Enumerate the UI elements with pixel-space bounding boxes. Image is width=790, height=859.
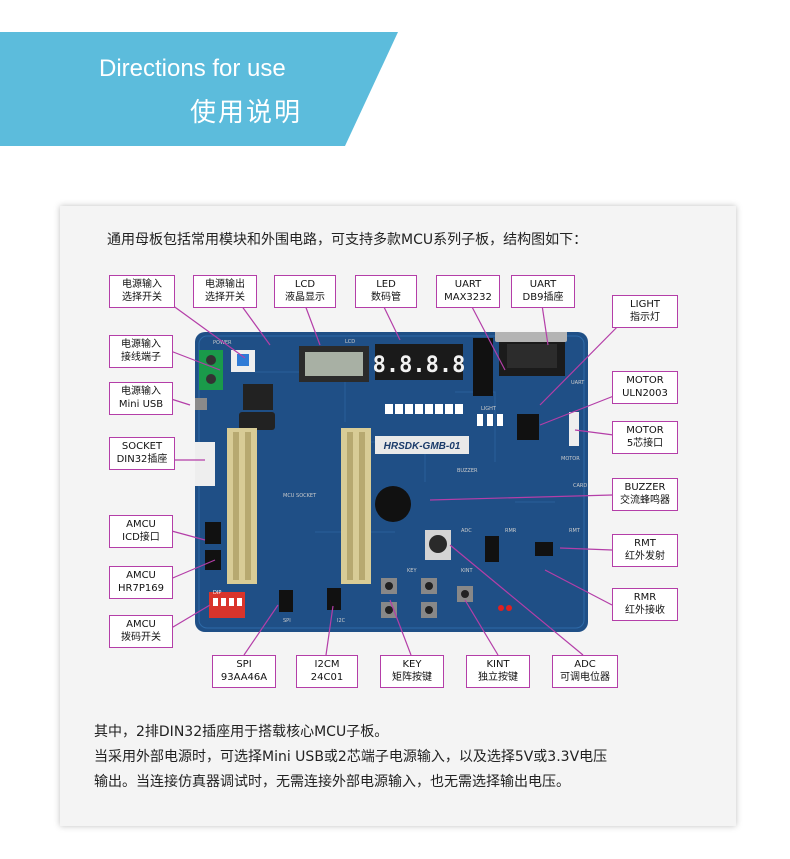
silk-uart: UART [571, 380, 585, 386]
intro-text: 通用母板包括常用模块和外围电路，可支持多款MCU系列子板，结构图如下： [107, 232, 588, 248]
silk-kint: KINT [461, 568, 473, 574]
silk-mcu-socket: MCU SOCKET [283, 493, 317, 499]
silk-i2c: I2C [337, 618, 346, 624]
silk-key: KEY [407, 568, 417, 574]
header-title-zh: 使用说明 [190, 98, 303, 128]
banner-shape [0, 32, 398, 146]
header-title-en: Directions for use [99, 55, 286, 82]
callout-power-out-switch: 电源输出选择开关 [193, 275, 257, 308]
silk-rmt: RMT [569, 528, 581, 534]
board-title: HRSDK-GMB-01 [384, 441, 461, 452]
silk-lcd: LCD [345, 339, 355, 345]
callout-power-terminal: 电源输入接线端子 [109, 335, 173, 368]
silk-power: POWER [213, 340, 232, 346]
footer-line-1: 其中，2排DIN32插座用于搭载核心MCU子板。 [94, 724, 389, 740]
silk-dip: DIP [213, 590, 221, 596]
silk-adc: ADC [461, 528, 472, 534]
silk-rmr: RMR [505, 528, 517, 534]
led-digits: 8.8.8.8 [373, 353, 466, 378]
silk-card: CARD [573, 483, 587, 489]
silk-motor: MOTOR [561, 456, 580, 462]
footer-line-3: 输出。当连接仿真器调试时，无需连接外部电源输入，也无需选择输出电压。 [94, 774, 570, 790]
silk-buzzer: BUZZER [457, 468, 478, 474]
footer-line-2: 当采用外部电源时，可选择Mini USB或2芯端子电源输入，以及选择5V或3.3… [94, 749, 608, 765]
callout-power-in-switch: 电源输入选择开关 [109, 275, 175, 308]
silk-spi: SPI [283, 618, 291, 624]
header-banner [0, 32, 400, 148]
silk-light: LIGHT [481, 406, 497, 412]
